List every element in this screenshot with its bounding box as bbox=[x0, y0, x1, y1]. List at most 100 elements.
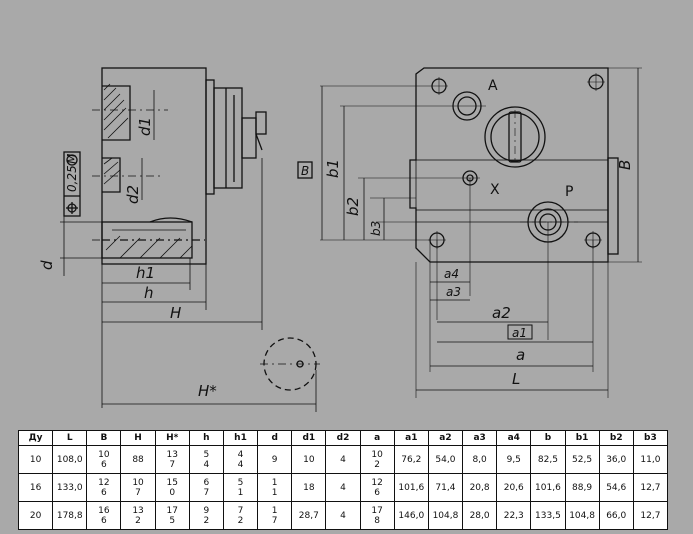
column-header: h bbox=[188, 430, 224, 446]
column-header: a2 bbox=[427, 430, 464, 446]
table-cell: 133,5 bbox=[530, 501, 566, 530]
table-cell: 66,0 bbox=[598, 501, 634, 530]
label-port-x: X bbox=[490, 182, 500, 198]
table-cell: 10 bbox=[291, 445, 327, 474]
table-cell: 76,2 bbox=[393, 445, 429, 474]
column-header: a bbox=[359, 430, 395, 446]
label-dim-b1: b1 bbox=[324, 159, 342, 178]
table-cell: 11,0 bbox=[632, 445, 669, 474]
table-cell: 88,9 bbox=[564, 473, 600, 502]
column-header: a1 bbox=[393, 430, 429, 446]
column-header: H bbox=[120, 430, 156, 446]
side-view bbox=[60, 67, 320, 412]
label-dim-h1: h1 bbox=[136, 264, 155, 282]
label-dim-a1: a1 bbox=[512, 326, 527, 340]
label-dim-a4: a4 bbox=[444, 267, 459, 281]
table-cell: 88 bbox=[120, 445, 156, 474]
label-dim-a: a bbox=[516, 346, 525, 364]
table-cell: 52,5 bbox=[564, 445, 600, 474]
column-header: h1 bbox=[222, 430, 259, 446]
table-cell: 4 bbox=[325, 445, 361, 474]
table-cell: 8,0 bbox=[462, 445, 498, 474]
label-dim-a3: a3 bbox=[446, 285, 461, 299]
column-header: b bbox=[530, 430, 566, 446]
table-cell: 10 bbox=[17, 445, 54, 474]
table-cell: 54,0 bbox=[427, 445, 464, 474]
column-header: d bbox=[257, 430, 293, 446]
table-cell: 108,0 bbox=[52, 445, 88, 474]
label-dim-d1: d1 bbox=[136, 117, 154, 136]
table-cell: 36,0 bbox=[598, 445, 634, 474]
label-dim-H-star: H* bbox=[198, 382, 217, 400]
label-dim-h: h bbox=[144, 284, 154, 302]
table-cell: 101,6 bbox=[530, 473, 566, 502]
label-dim-b-upper: B bbox=[616, 160, 634, 170]
column-header: a3 bbox=[462, 430, 498, 446]
table-cell: 16 bbox=[17, 473, 54, 502]
label-port-a: A bbox=[488, 78, 498, 94]
column-header: a4 bbox=[496, 430, 532, 446]
label-dim-b2: b2 bbox=[344, 197, 362, 216]
label-dim-b3: b3 bbox=[369, 221, 383, 236]
label-port-p: P bbox=[565, 184, 573, 200]
label-tolerance-value: 0,25 bbox=[65, 165, 79, 192]
table-cell: 20 bbox=[17, 501, 54, 530]
table-cell: 9,5 bbox=[496, 445, 532, 474]
table-cell: 28,0 bbox=[462, 501, 498, 530]
technical-drawing: A P X B B b1 b2 b3 d d1 d2 h1 h H H* a a… bbox=[38, 67, 642, 412]
table-cell: 82,5 bbox=[530, 445, 566, 474]
column-header: Ду bbox=[17, 430, 54, 446]
label-tolerance-mark: M bbox=[65, 153, 79, 164]
table-cell: 28,7 bbox=[291, 501, 327, 530]
column-header: L bbox=[52, 430, 88, 446]
label-dim-a2: a2 bbox=[492, 304, 511, 322]
table-cell: 71,4 bbox=[427, 473, 464, 502]
table-cell: 104,8 bbox=[427, 501, 464, 530]
table-cell: 104,8 bbox=[564, 501, 600, 530]
table-cell: 178,8 bbox=[52, 501, 88, 530]
top-view bbox=[297, 67, 642, 398]
column-header: b2 bbox=[598, 430, 634, 446]
table-cell: 146,0 bbox=[393, 501, 429, 530]
table-cell: 22,3 bbox=[496, 501, 532, 530]
label-dim-H: H bbox=[170, 304, 181, 322]
column-header: H* bbox=[154, 430, 190, 446]
column-header: b1 bbox=[564, 430, 600, 446]
table-cell: 54,6 bbox=[598, 473, 634, 502]
table-cell: 20,6 bbox=[496, 473, 532, 502]
table-cell: 20,8 bbox=[462, 473, 498, 502]
column-header: d2 bbox=[325, 430, 361, 446]
table-cell: 18 bbox=[291, 473, 327, 502]
column-header: B bbox=[86, 430, 122, 446]
label-dim-b-boxed: B bbox=[301, 164, 309, 178]
label-dim-L: L bbox=[512, 370, 520, 388]
table-cell: 101,6 bbox=[393, 473, 429, 502]
table-cell: 4 bbox=[325, 473, 361, 502]
table-cell: 133,0 bbox=[52, 473, 88, 502]
column-header: d1 bbox=[291, 430, 327, 446]
table-cell: 12,7 bbox=[632, 473, 669, 502]
